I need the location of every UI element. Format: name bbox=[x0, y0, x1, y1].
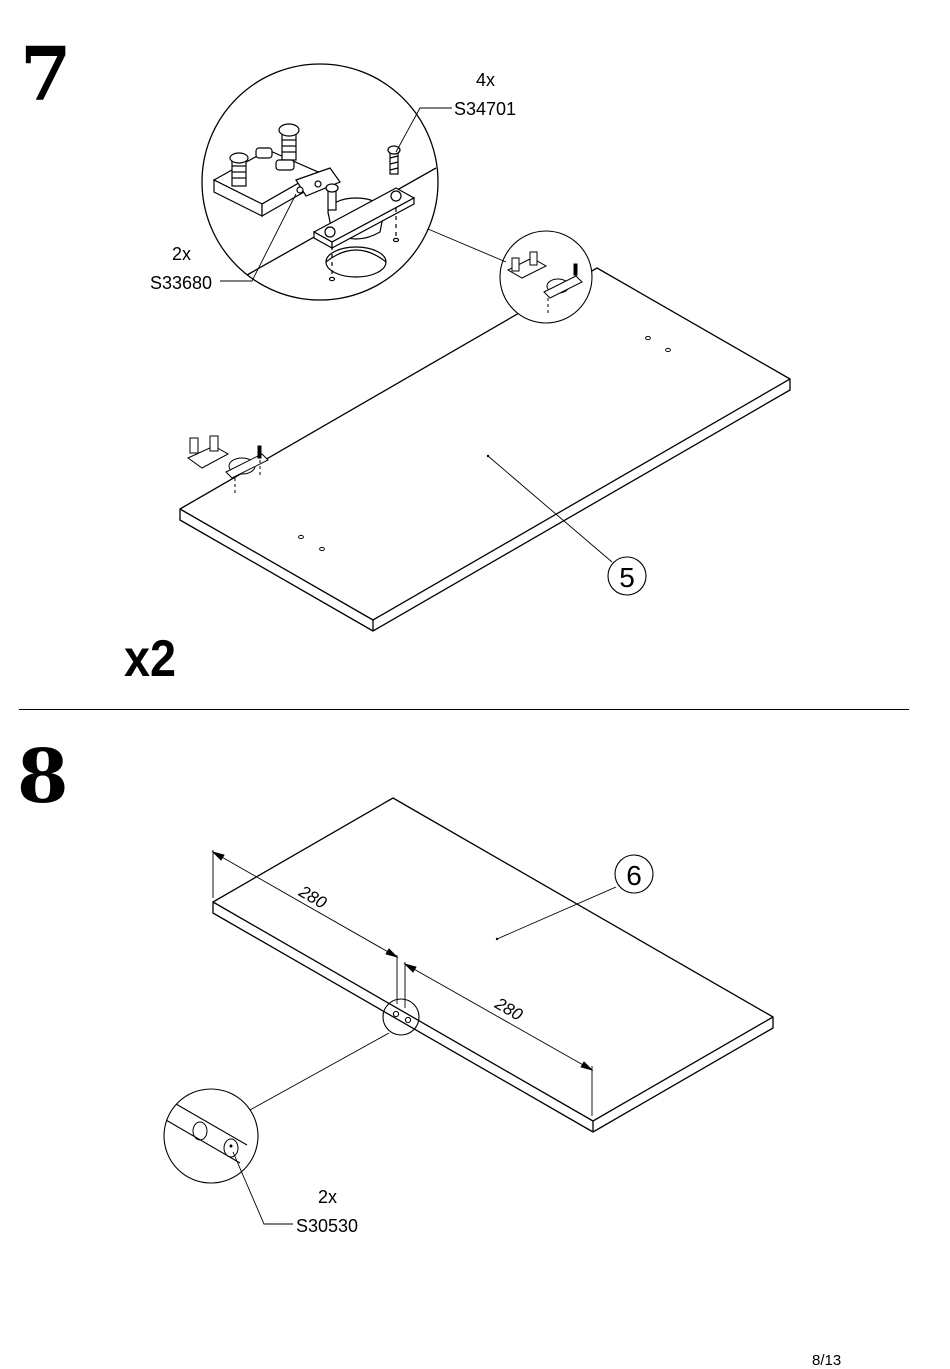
hinge-small-right bbox=[500, 231, 592, 323]
magnifier-hinge-detail bbox=[202, 64, 438, 300]
hole-magnifier bbox=[164, 999, 419, 1183]
part-number: 5 bbox=[619, 562, 635, 593]
part-number-circle: 6 bbox=[615, 855, 653, 893]
part-number-circle: 5 bbox=[608, 557, 646, 595]
panel-6 bbox=[213, 798, 773, 1132]
magnifier-leader bbox=[428, 229, 506, 262]
part-number: 6 bbox=[626, 860, 642, 891]
panel-5 bbox=[180, 268, 790, 631]
